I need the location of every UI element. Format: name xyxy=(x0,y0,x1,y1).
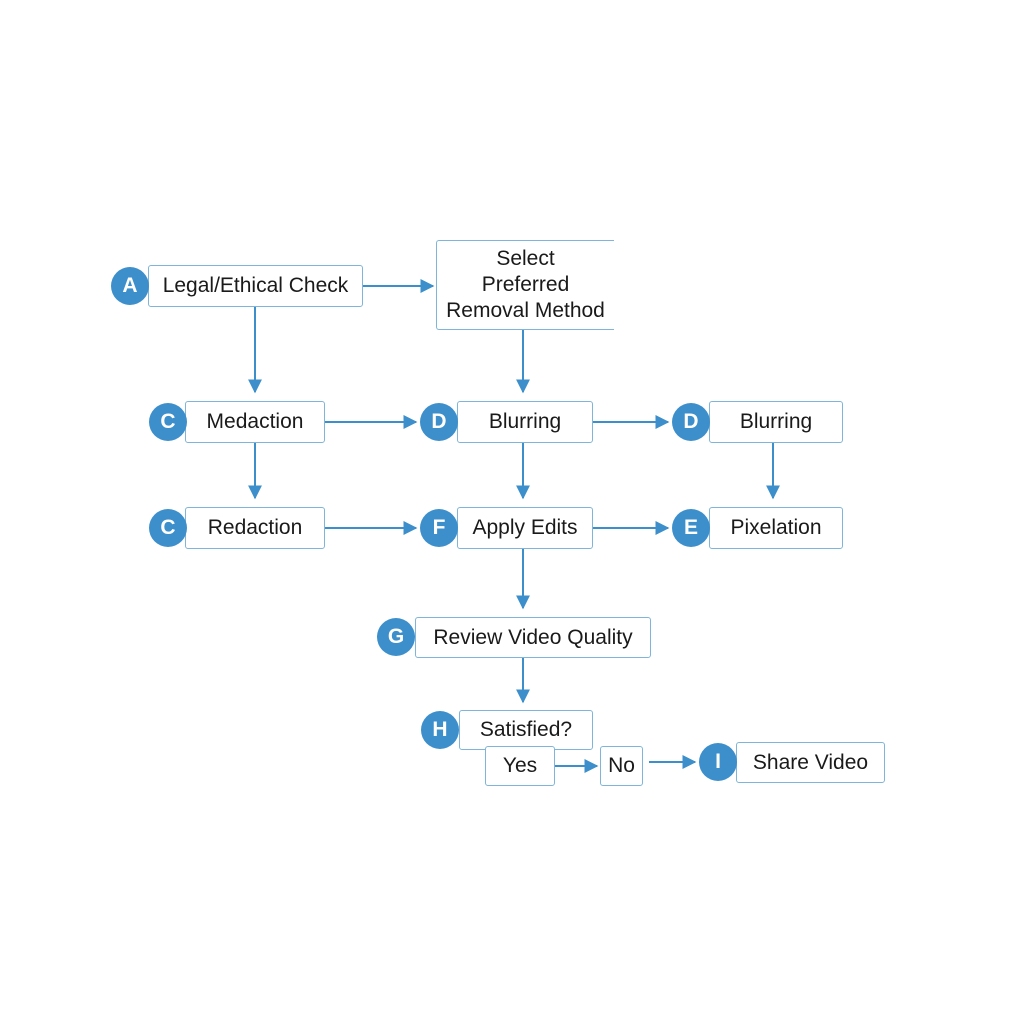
node-label-line-2: Preferred xyxy=(481,273,570,296)
node-pixelation: Pixelation xyxy=(709,507,843,549)
node-blurring-mid: Blurring xyxy=(457,401,593,443)
node-yes: Yes xyxy=(485,746,555,786)
node-medaction: Medaction xyxy=(185,401,325,443)
node-label: Blurring xyxy=(739,410,813,433)
node-label: Review Video Quality xyxy=(433,625,633,649)
step-badge-e: E xyxy=(672,509,710,547)
node-legal-ethical-check: Legal/Ethical Check xyxy=(148,265,363,307)
node-label-line-3: Removal Method xyxy=(446,299,605,322)
step-badge-i: I xyxy=(699,743,737,781)
node-apply-edits: Apply Edits xyxy=(457,507,593,549)
node-label: Blurring xyxy=(488,410,562,433)
node-select-preferred-removal-method: Select Preferred Removal Method xyxy=(436,240,614,330)
node-label: Redaction xyxy=(207,516,303,539)
node-share-video: Share Video xyxy=(736,742,885,783)
node-label: Medaction xyxy=(206,410,304,433)
step-badge-c: C xyxy=(149,403,187,441)
step-badge-d: D xyxy=(420,403,458,441)
step-badge-d: D xyxy=(672,403,710,441)
node-label: Satisfied? xyxy=(479,718,573,741)
node-label: Legal/Ethical Check xyxy=(162,274,349,297)
node-no: No xyxy=(600,746,643,786)
node-label: No xyxy=(608,754,635,777)
step-badge-g: G xyxy=(377,618,415,656)
node-satisfied: Satisfied? xyxy=(459,710,593,750)
node-label: Yes xyxy=(502,754,538,777)
node-label: Apply Edits xyxy=(472,516,578,539)
node-label: Share Video xyxy=(752,750,869,774)
node-redaction: Redaction xyxy=(185,507,325,549)
step-badge-a: A xyxy=(111,267,149,305)
node-blurring-right: Blurring xyxy=(709,401,843,443)
step-badge-h: H xyxy=(421,711,459,749)
node-review-video-quality: Review Video Quality xyxy=(415,617,651,658)
node-label: Pixelation xyxy=(730,516,822,539)
step-badge-f: F xyxy=(420,509,458,547)
node-label-line-1: Select xyxy=(496,247,555,270)
step-badge-c: C xyxy=(149,509,187,547)
